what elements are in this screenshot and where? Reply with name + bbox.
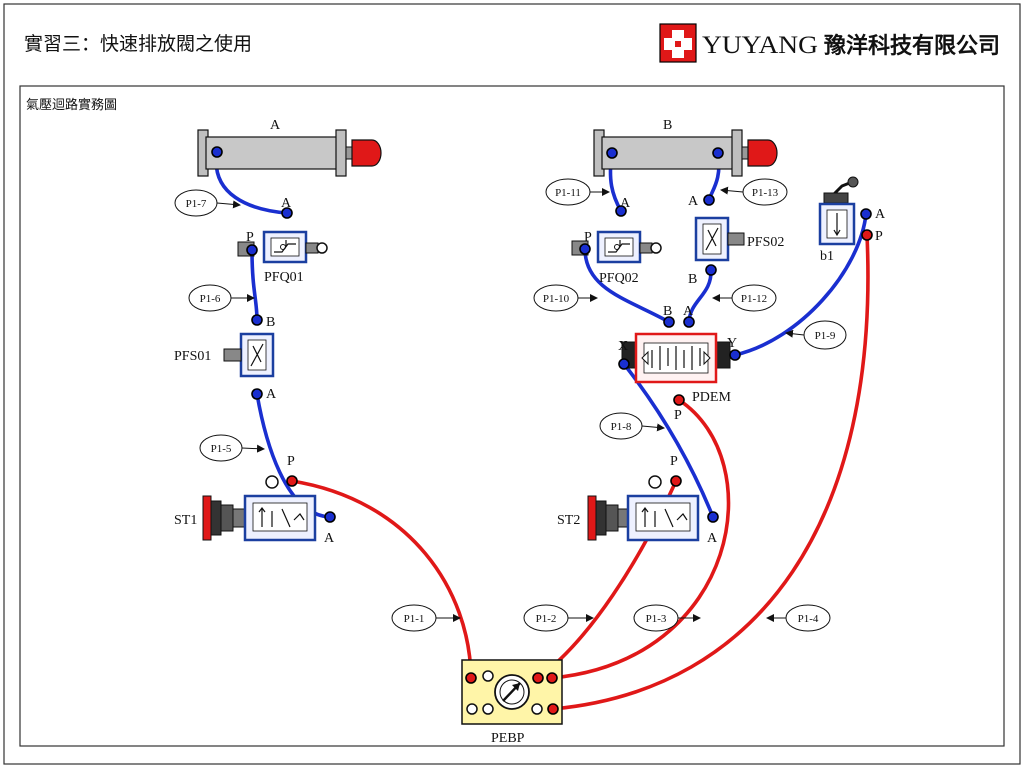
b1-valve	[818, 176, 873, 246]
pfs01-port-b: B	[266, 315, 275, 330]
yuyang-cross-logo	[659, 23, 697, 63]
hose-p1-4	[551, 233, 870, 711]
tag-p1-2: P1-2	[536, 613, 557, 625]
pdem-port-b: B	[663, 304, 672, 319]
tag-p1-8-pointer	[641, 423, 665, 432]
company-name-cjk: 豫洋科技有限公司	[824, 33, 1000, 59]
hose-p1-6	[250, 248, 259, 322]
pfs02-valve	[694, 194, 745, 276]
pebp-supply	[461, 659, 563, 725]
pfs02-port-b: B	[688, 272, 697, 287]
pfq02-label: PFQ02	[599, 271, 639, 286]
pdem-port-x: X	[618, 339, 628, 354]
st1-label: ST1	[174, 513, 197, 528]
b1-port-a: A	[875, 207, 886, 222]
hose-p1-1	[290, 479, 473, 680]
pfs01-valve	[223, 314, 275, 400]
cylinder-a-label: A	[270, 118, 281, 133]
pfs02-port-a: A	[688, 194, 699, 209]
tag-p1-7-pointer	[216, 200, 241, 209]
tag-p1-1: P1-1	[404, 613, 425, 625]
st2-valve	[587, 475, 719, 542]
tag-p1-9: P1-9	[815, 330, 836, 342]
tag-p1-5: P1-5	[211, 443, 232, 455]
tag-p1-10: P1-10	[543, 293, 570, 305]
pfq02-port-p: P	[584, 230, 592, 245]
pfq01-label: PFQ01	[264, 270, 304, 285]
diagram-panel	[19, 85, 1005, 747]
b1-label: b1	[820, 249, 834, 264]
pdem-port-y: Y	[727, 336, 737, 351]
pdem-port-a: A	[683, 304, 694, 319]
pfs01-port-a: A	[266, 387, 277, 402]
hose-p1-10	[583, 247, 671, 324]
pressure-gauge-icon	[494, 674, 530, 710]
st1-valve	[202, 475, 336, 542]
pfq01-port-p: P	[246, 230, 254, 245]
cylinder-a	[197, 129, 382, 177]
st2-port-p: P	[670, 454, 678, 469]
pfq02-valve	[571, 205, 662, 264]
outer-frame	[3, 3, 1021, 765]
panel-caption: 氣壓迴路實務圖	[26, 97, 117, 113]
tag-p1-12: P1-12	[741, 293, 767, 305]
st1-port-p: P	[287, 454, 295, 469]
pfq01-valve	[237, 207, 328, 264]
cylinder-b-label: B	[663, 118, 672, 133]
cylinder-b	[593, 129, 778, 177]
pdem-label: PDEM	[692, 390, 731, 405]
pdem-valve	[618, 316, 741, 406]
pdem-port-p: P	[674, 408, 682, 423]
pebp-label: PEBP	[491, 731, 525, 746]
tag-p1-11: P1-11	[555, 187, 581, 199]
pfs02-label: PFS02	[747, 235, 784, 250]
tag-p1-6: P1-6	[200, 293, 221, 305]
tag-p1-8: P1-8	[611, 421, 632, 433]
tag-p1-5-pointer	[241, 444, 265, 453]
pfq01-port-a: A	[281, 196, 292, 211]
tag-p1-9-pointer	[785, 329, 805, 338]
tag-p1-3: P1-3	[646, 613, 667, 625]
pfq02-port-a: A	[620, 196, 631, 211]
tag-p1-13-pointer	[720, 186, 744, 195]
tag-p1-13: P1-13	[752, 187, 779, 199]
page-title: 實習三：快速排放閥之使用	[24, 33, 252, 55]
st2-label: ST2	[557, 513, 580, 528]
tag-p1-7: P1-7	[186, 198, 207, 210]
st2-port-a: A	[707, 531, 718, 546]
hose-p1-3	[550, 398, 731, 680]
company-name-latin: YUYANG	[702, 32, 818, 59]
st1-port-a: A	[324, 531, 335, 546]
pfs01-label: PFS01	[174, 349, 211, 364]
b1-port-p: P	[875, 229, 883, 244]
tag-p1-4: P1-4	[798, 613, 819, 625]
